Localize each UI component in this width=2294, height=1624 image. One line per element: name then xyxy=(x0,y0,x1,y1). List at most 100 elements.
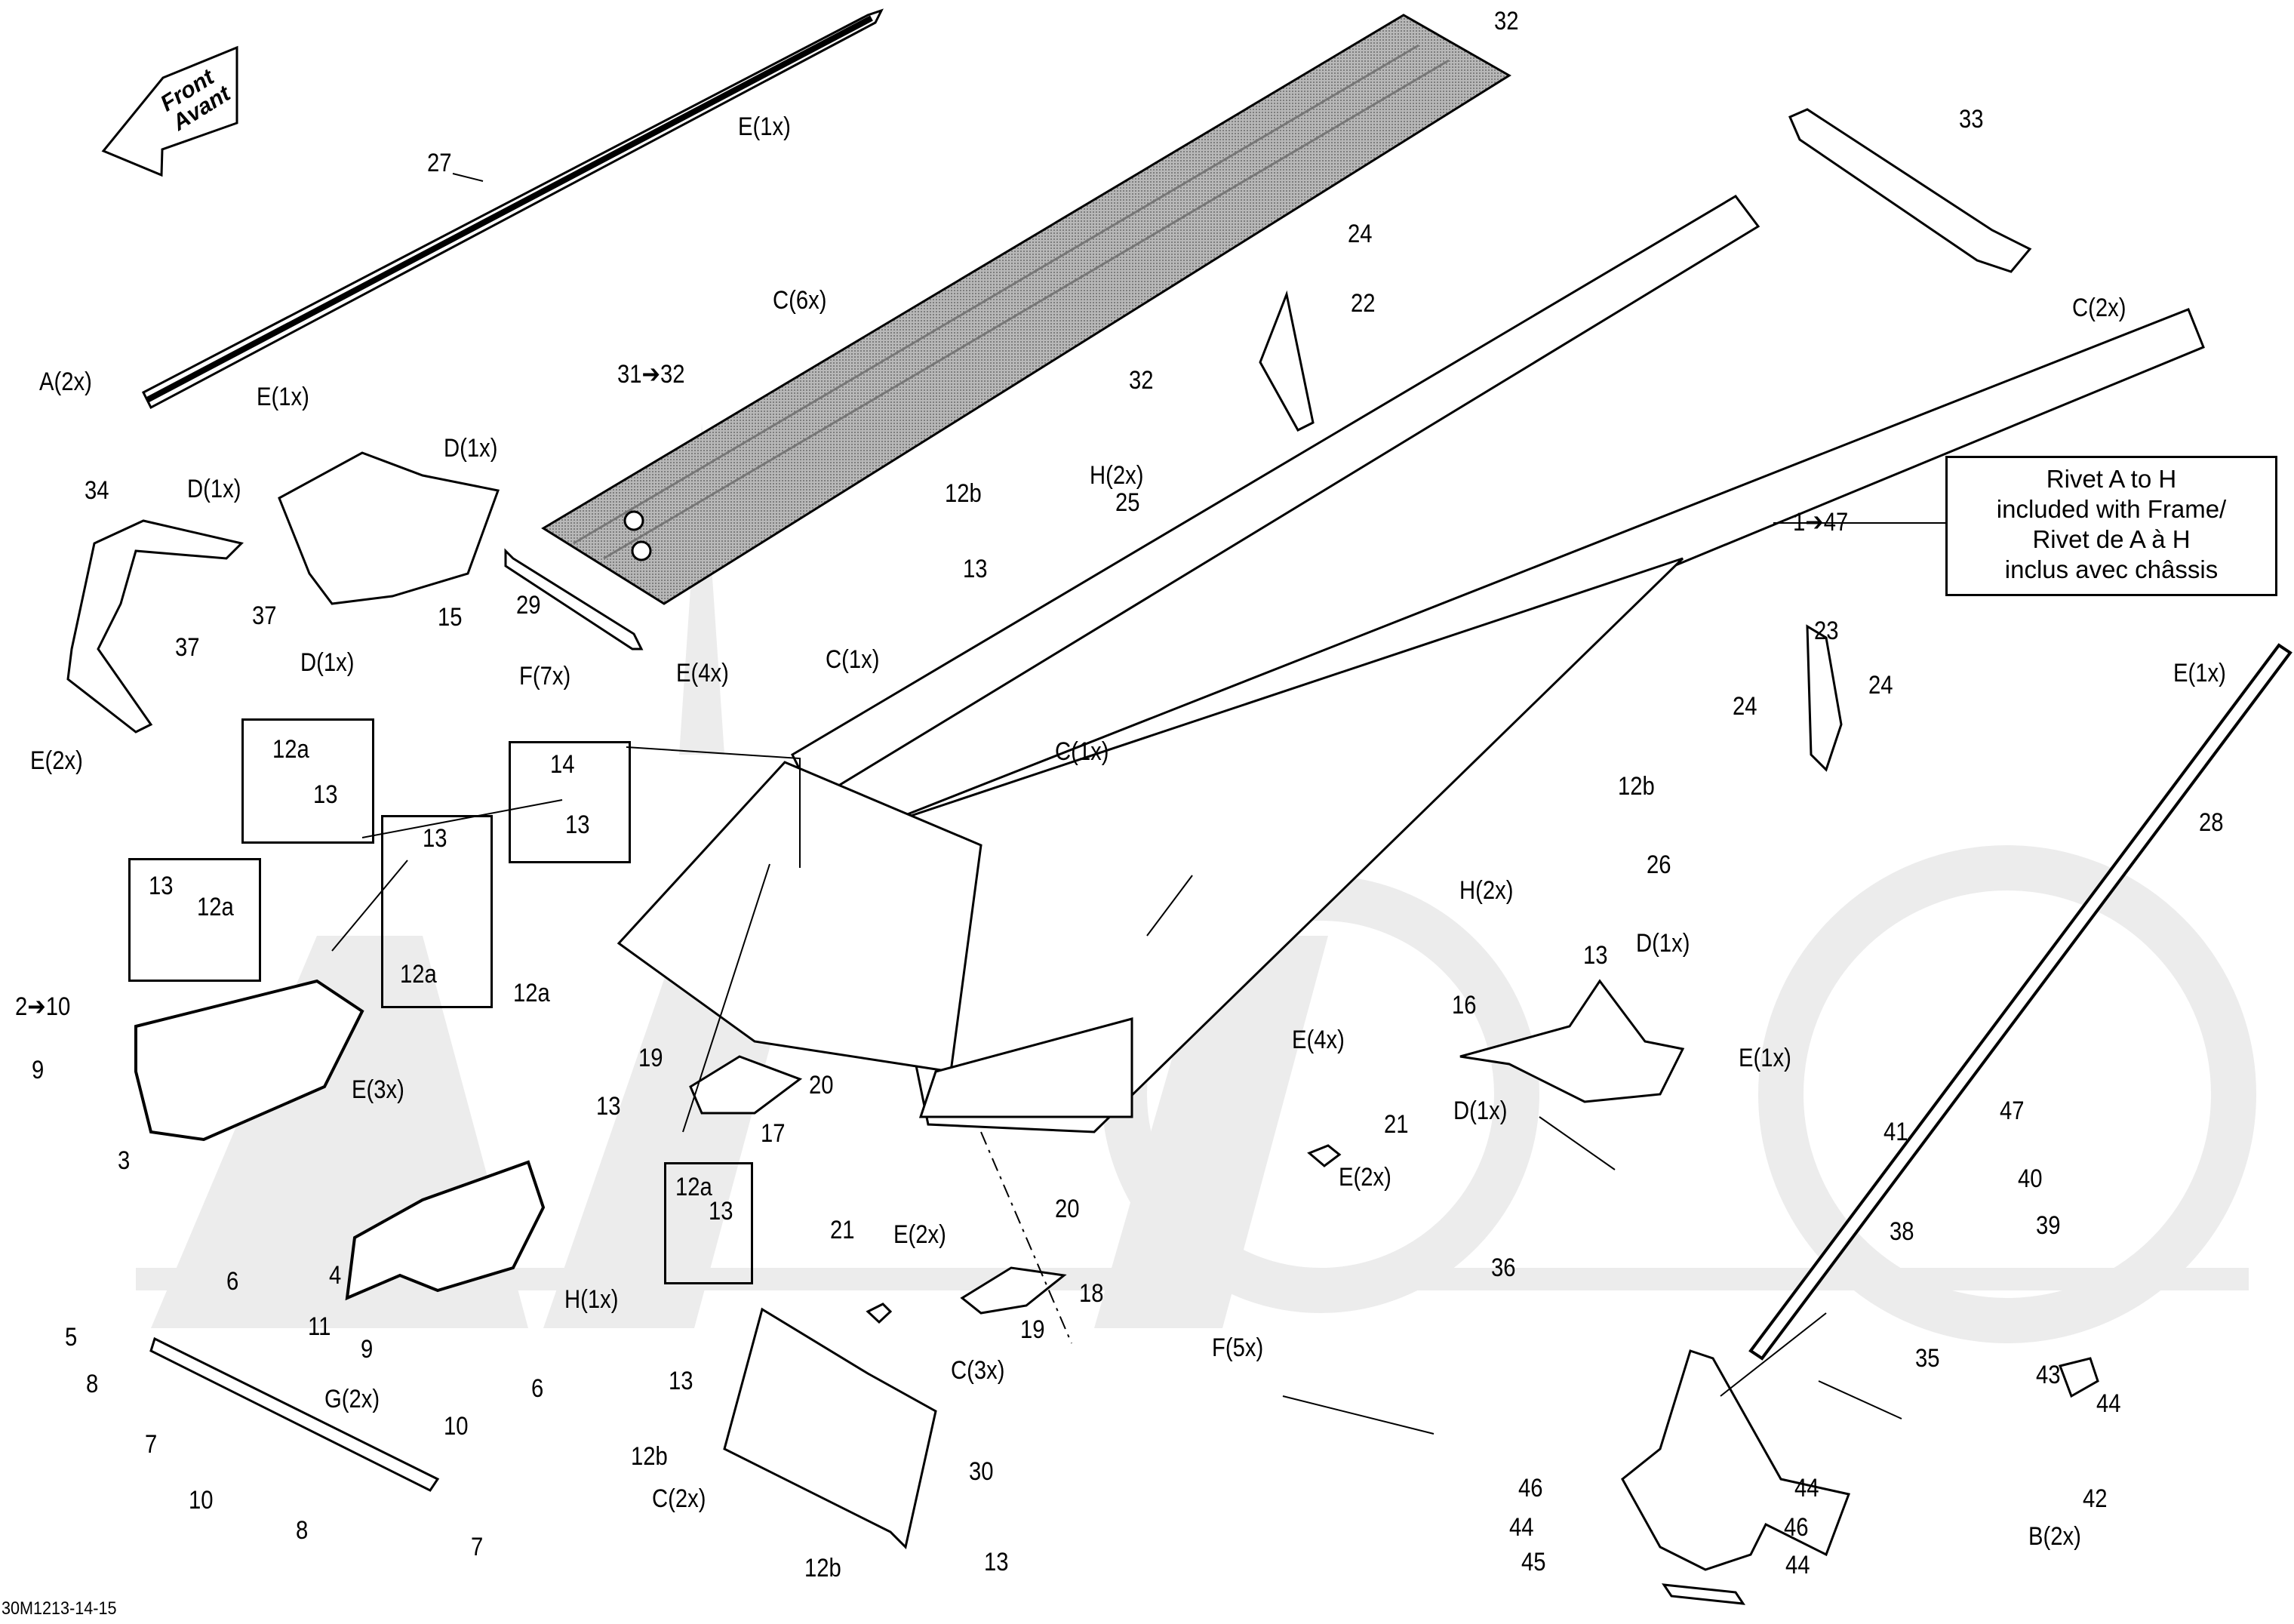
callout-1-47: 1➔47 xyxy=(1793,508,1849,537)
inset-d-label-13: 13 xyxy=(565,810,590,839)
callout-47: 47 xyxy=(2000,1097,2025,1125)
callout-36: 36 xyxy=(1491,1253,1516,1282)
callout-2-10: 2➔10 xyxy=(15,992,71,1021)
part-33-brace xyxy=(1788,108,2032,273)
callout-12b-25: 12b xyxy=(945,479,982,508)
inset-c: 13 12a xyxy=(381,815,493,1008)
callout-e2-34: E(2x) xyxy=(30,746,83,775)
callout-10b: 10 xyxy=(189,1486,214,1515)
callout-15: 15 xyxy=(438,603,463,632)
inset-d-label-14: 14 xyxy=(550,750,575,779)
inset-e-label-12a: 12a xyxy=(675,1173,712,1201)
callout-e4-top: E(4x) xyxy=(676,659,729,687)
callout-44a: 44 xyxy=(2096,1389,2121,1418)
callout-13-30bot: 13 xyxy=(984,1548,1009,1576)
callout-26: 26 xyxy=(1647,850,1671,879)
inset-e-label-13: 13 xyxy=(709,1197,733,1226)
callout-24a: 24 xyxy=(1733,692,1757,721)
callout-44c: 44 xyxy=(1794,1474,1819,1503)
callout-6a: 6 xyxy=(226,1267,239,1296)
callout-19b: 19 xyxy=(1020,1315,1045,1344)
part-18-bracket xyxy=(960,1266,1067,1315)
callout-30: 30 xyxy=(969,1457,994,1486)
callout-d1-15bot: D(1x) xyxy=(300,648,355,677)
part-15-plate xyxy=(278,451,500,605)
callout-12a-free: 12a xyxy=(513,979,550,1007)
note-line-4: inclus avec châssis xyxy=(2004,555,2219,583)
inset-c-label-13: 13 xyxy=(423,824,447,853)
inset-e: 12a 13 xyxy=(664,1162,753,1284)
part-3-frame xyxy=(134,979,364,1142)
callout-9b: 9 xyxy=(361,1335,374,1364)
callout-f7: F(7x) xyxy=(519,662,571,691)
callout-32-mid: 32 xyxy=(1129,366,1154,395)
callout-45: 45 xyxy=(1521,1548,1546,1576)
inset-b-label-13: 13 xyxy=(149,872,174,900)
part-31-tunnel xyxy=(541,14,1511,605)
note-line-3: Rivet de A à H xyxy=(2032,525,2191,553)
part-35-rear-frame xyxy=(1621,1349,1851,1571)
callout-37a: 37 xyxy=(252,601,277,630)
callout-8a: 8 xyxy=(86,1370,99,1398)
callout-e2-21right: E(2x) xyxy=(1339,1163,1391,1192)
part-34-bracket xyxy=(66,519,244,734)
callout-46a: 46 xyxy=(1518,1474,1543,1503)
callout-c2-30: C(2x) xyxy=(652,1484,706,1513)
callout-e4-bot: E(4x) xyxy=(1292,1026,1345,1054)
callout-h2-25: H(2x) xyxy=(1090,461,1144,490)
part-42-bracket xyxy=(2059,1357,2099,1398)
inset-d: 14 13 xyxy=(509,741,631,863)
rivet-note-box: Rivet A to H included with Frame/ Rivet … xyxy=(1945,456,2277,596)
callout-41: 41 xyxy=(1883,1118,1908,1146)
part-22-bracket xyxy=(1259,290,1315,432)
callout-f5: F(5x) xyxy=(1212,1333,1264,1362)
callout-h2-26: H(2x) xyxy=(1459,876,1514,905)
callout-12b-30b: 12b xyxy=(804,1554,841,1582)
callout-c1a: C(1x) xyxy=(826,645,880,674)
callout-a2: A(2x) xyxy=(39,368,92,396)
part-1-frame xyxy=(617,195,2205,1133)
callout-32-top: 32 xyxy=(1494,7,1519,35)
inset-b: 13 12a xyxy=(128,858,261,982)
callout-20b: 20 xyxy=(1055,1195,1080,1223)
callout-8b: 8 xyxy=(296,1516,309,1545)
part-21-plate xyxy=(866,1303,893,1324)
callout-13-25: 13 xyxy=(963,555,988,583)
callout-3: 3 xyxy=(118,1146,131,1175)
callout-6b: 6 xyxy=(531,1374,544,1403)
callout-20a: 20 xyxy=(809,1071,834,1100)
callout-9a: 9 xyxy=(32,1056,45,1084)
callout-18: 18 xyxy=(1079,1279,1104,1308)
callout-5: 5 xyxy=(65,1323,78,1352)
callout-d1-16bot: D(1x) xyxy=(1453,1097,1508,1125)
callout-e1-28: E(1x) xyxy=(2173,659,2226,687)
callout-24b: 24 xyxy=(1868,671,1893,700)
callout-33: 33 xyxy=(1959,105,1984,134)
callout-c2-33: C(2x) xyxy=(2072,294,2126,322)
note-line-1: Rivet A to H xyxy=(2046,465,2177,493)
callout-39: 39 xyxy=(2036,1211,2061,1240)
inset-a: 12a 13 xyxy=(241,718,374,844)
callout-17: 17 xyxy=(761,1119,786,1148)
callout-13-26: 13 xyxy=(1583,941,1608,970)
callout-4: 4 xyxy=(329,1261,342,1290)
callout-13-free: 13 xyxy=(596,1092,621,1121)
callout-40: 40 xyxy=(2018,1164,2043,1193)
inset-a-label-13: 13 xyxy=(313,780,338,809)
callout-b2: B(2x) xyxy=(2028,1522,2081,1551)
callout-28: 28 xyxy=(2199,808,2224,837)
part-30-radiator xyxy=(723,1307,937,1549)
callout-38: 38 xyxy=(1890,1217,1914,1246)
part-4-frame xyxy=(345,1160,546,1301)
callout-h1: H(1x) xyxy=(564,1285,619,1314)
document-id: 30M1213-14-15 xyxy=(2,1598,117,1619)
callout-46b: 46 xyxy=(1784,1513,1809,1542)
part-16-plate xyxy=(1459,979,1685,1103)
callout-e1-rail: E(1x) xyxy=(257,383,309,411)
callout-e1-top: E(1x) xyxy=(738,112,791,141)
callout-10a: 10 xyxy=(444,1412,469,1441)
part-28-rail xyxy=(1748,643,2292,1361)
part-5-rail xyxy=(149,1336,440,1492)
